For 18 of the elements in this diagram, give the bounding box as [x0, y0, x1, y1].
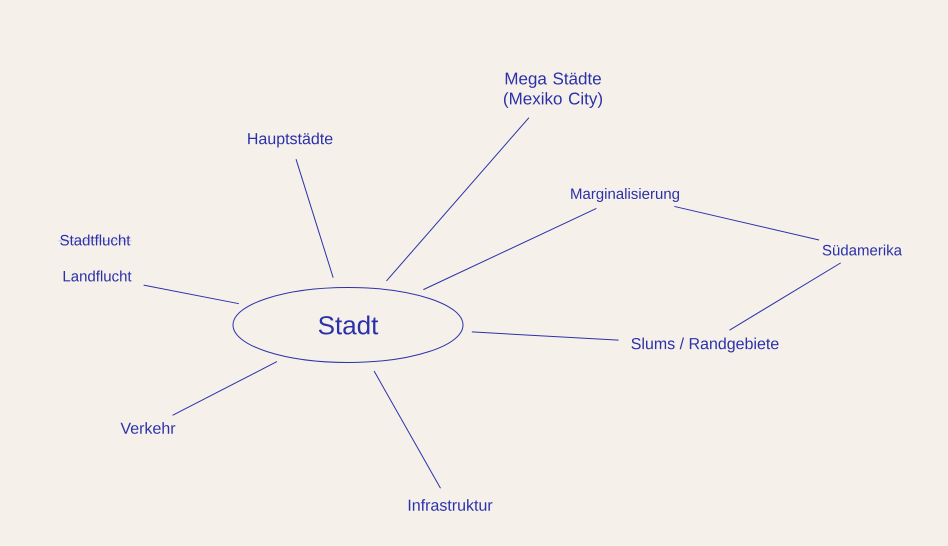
- crossed-out-text: Stadtflucht: [60, 234, 130, 246]
- topic-text: Landflucht: [64, 270, 132, 282]
- connector-line: [172, 361, 278, 416]
- topic-text: Verkehr: [120, 422, 176, 434]
- topic-text: Mega Städte (Mexiko City): [504, 72, 602, 108]
- connector-line: [471, 331, 620, 341]
- topic-text: Slums / Randgebiete: [631, 338, 779, 352]
- topic-text: Hauptstädte: [248, 132, 332, 148]
- topic-text: Marginalisierung: [571, 188, 680, 202]
- connector-line: [674, 206, 820, 241]
- connector-line: [296, 158, 334, 278]
- connector-line: [374, 370, 441, 489]
- connector-line: [386, 117, 530, 282]
- topic-text: Südamerika: [822, 244, 902, 256]
- connector-line: [729, 262, 842, 331]
- topic-text: Infrastruktur: [408, 499, 492, 511]
- connector-line: [422, 208, 597, 290]
- connector-line: [143, 284, 240, 304]
